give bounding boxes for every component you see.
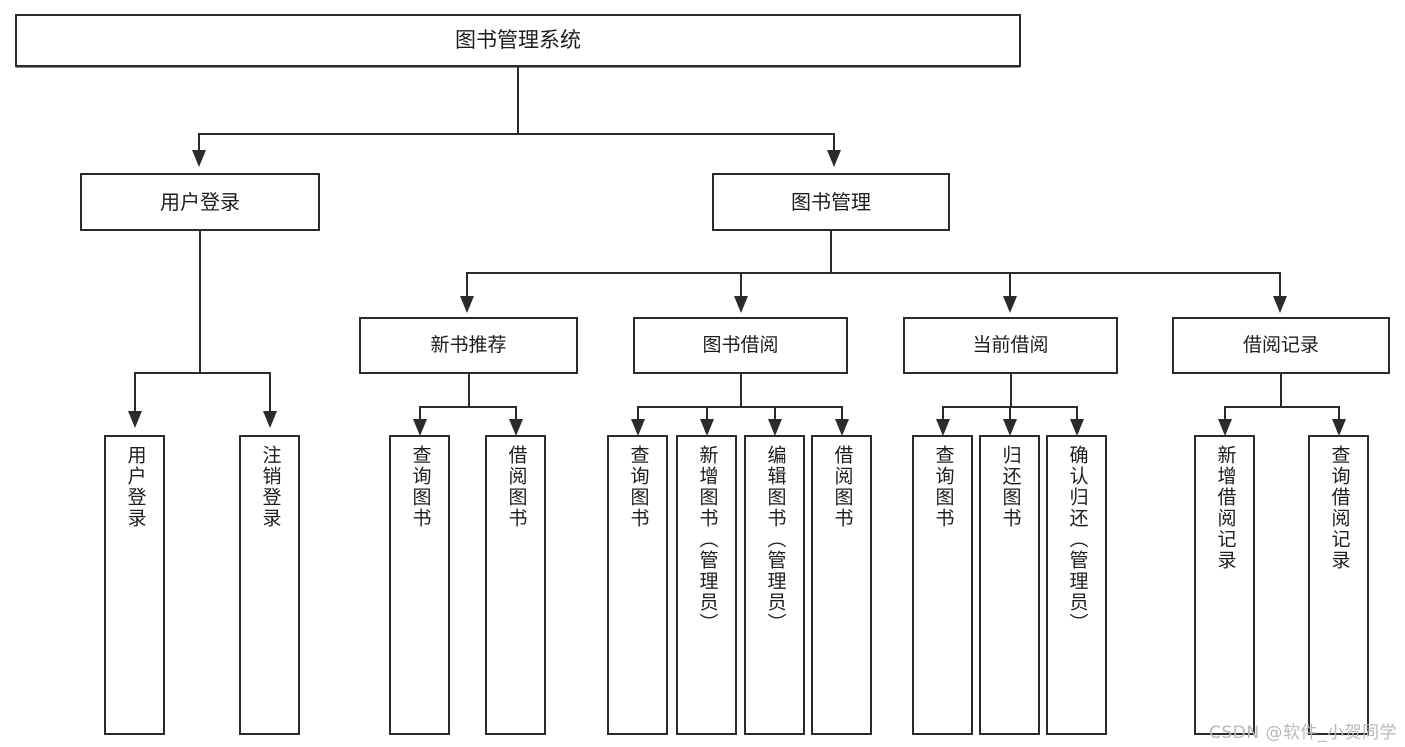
node-label: 图书管理: [791, 189, 871, 214]
arrow-to-leaf-query-record: [1332, 419, 1346, 436]
connector-bookborrow-stem: [740, 374, 742, 407]
leaf-borrow-book-recommend[interactable]: 借阅图书: [485, 435, 546, 735]
node-user-login[interactable]: 用户登录: [80, 173, 320, 231]
leaf-edit-book-admin[interactable]: 编辑图书（管理员）: [744, 435, 805, 735]
connector-bookmgmt-drop-2: [740, 272, 742, 297]
leaf-label: 查询图书: [409, 445, 432, 529]
arrow-to-user-login: [192, 150, 206, 167]
node-borrow-record[interactable]: 借阅记录: [1172, 317, 1390, 374]
leaf-query-borrow-record[interactable]: 查询借阅记录: [1308, 435, 1369, 735]
leaf-label: 注销登录: [259, 445, 282, 529]
connector-newbook-drop-1: [419, 406, 421, 420]
connector-borrowrecord-drop-1: [1224, 406, 1226, 420]
connector-bookmgmt-stem: [830, 231, 832, 273]
connector-bookborrow-drop-3: [774, 406, 776, 420]
node-label: 借阅记录: [1242, 333, 1319, 356]
leaf-query-book-current[interactable]: 查询图书: [912, 435, 973, 735]
connector-bookborrow-drop-2: [706, 406, 708, 420]
node-label: 图书管理系统: [455, 28, 581, 53]
arrow-to-leaf-query-book-c: [936, 419, 950, 436]
leaf-query-book-recommend[interactable]: 查询图书: [389, 435, 450, 735]
arrow-to-leaf-edit-book: [768, 419, 782, 436]
arrow-to-leaf-user-login: [128, 411, 142, 428]
leaf-label: 新增图书（管理员）: [696, 445, 719, 634]
connector-root-drop-right: [833, 133, 835, 151]
connector-borrowrecord-bus: [1224, 406, 1340, 408]
leaf-label: 确认归还（管理员）: [1066, 445, 1089, 634]
leaf-label: 编辑图书（管理员）: [764, 445, 787, 634]
arrow-to-leaf-confirm-return: [1070, 419, 1084, 436]
connector-root-stem: [517, 67, 519, 134]
connector-borrowrecord-drop-2: [1338, 406, 1340, 420]
arrow-to-leaf-borrow-book-a: [509, 419, 523, 436]
arrow-to-leaf-add-book: [700, 419, 714, 436]
arrow-to-leaf-add-record: [1218, 419, 1232, 436]
leaf-add-borrow-record[interactable]: 新增借阅记录: [1194, 435, 1255, 735]
arrow-to-book-borrow: [734, 296, 748, 313]
connector-userlogin-stem: [199, 231, 201, 373]
leaf-label: 查询借阅记录: [1328, 445, 1351, 571]
connector-bookborrow-drop-1: [637, 406, 639, 420]
node-book-management[interactable]: 图书管理: [712, 173, 950, 231]
leaf-logout[interactable]: 注销登录: [239, 435, 300, 735]
arrow-to-borrow-record: [1273, 296, 1287, 313]
connector-userlogin-bus: [134, 372, 271, 374]
leaf-query-book-borrow[interactable]: 查询图书: [607, 435, 668, 735]
arrow-to-leaf-query-book-a: [413, 419, 427, 436]
connector-bookborrow-drop-4: [841, 406, 843, 420]
connector-bookmgmt-drop-4: [1279, 272, 1281, 297]
arrow-to-leaf-borrow-book-b: [835, 419, 849, 436]
connector-newbook-stem: [468, 374, 470, 407]
connector-userlogin-drop-2: [269, 372, 271, 412]
node-book-borrow[interactable]: 图书借阅: [633, 317, 848, 374]
leaf-add-book-admin[interactable]: 新增图书（管理员）: [676, 435, 737, 735]
leaf-label: 查询图书: [627, 445, 650, 529]
connector-bookmgmt-drop-3: [1009, 272, 1011, 297]
node-label: 当前借阅: [972, 333, 1049, 356]
connector-userlogin-drop-1: [134, 372, 136, 412]
leaf-label: 查询图书: [932, 445, 955, 529]
arrow-to-leaf-return-book: [1003, 419, 1017, 436]
connector-currentborrow-drop-2: [1009, 406, 1011, 420]
arrow-to-book-management: [827, 150, 841, 167]
connector-root-bus: [198, 133, 835, 135]
connector-currentborrow-drop-3: [1076, 406, 1078, 420]
arrow-to-new-book-recommend: [460, 296, 474, 313]
leaf-label: 新增借阅记录: [1214, 445, 1237, 571]
leaf-label: 借阅图书: [505, 445, 528, 529]
leaf-label: 用户登录: [124, 445, 147, 529]
csdn-watermark: CSDN @软件_小贺同学: [1209, 723, 1397, 743]
leaf-label: 借阅图书: [831, 445, 854, 529]
node-label: 图书借阅: [702, 333, 779, 356]
leaf-user-login[interactable]: 用户登录: [104, 435, 165, 735]
node-new-book-recommend[interactable]: 新书推荐: [359, 317, 578, 374]
node-root-library-system[interactable]: 图书管理系统: [15, 14, 1021, 67]
leaf-confirm-return-admin[interactable]: 确认归还（管理员）: [1046, 435, 1107, 735]
node-label: 用户登录: [160, 189, 240, 214]
connector-bookmgmt-bus: [466, 272, 1281, 274]
connector-bookborrow-bus: [637, 406, 843, 408]
arrow-to-current-borrow: [1003, 296, 1017, 313]
node-label: 新书推荐: [430, 333, 507, 356]
connector-bookmgmt-drop-1: [466, 272, 468, 297]
connector-root-drop-left: [198, 133, 200, 151]
leaf-borrow-book[interactable]: 借阅图书: [811, 435, 872, 735]
leaf-label: 归还图书: [999, 445, 1022, 529]
leaf-return-book[interactable]: 归还图书: [979, 435, 1040, 735]
connector-currentborrow-stem: [1010, 374, 1012, 407]
arrow-to-leaf-logout: [263, 411, 277, 428]
connector-currentborrow-drop-1: [942, 406, 944, 420]
connector-borrowrecord-stem: [1280, 374, 1282, 407]
node-current-borrow[interactable]: 当前借阅: [903, 317, 1118, 374]
connector-newbook-drop-2: [515, 406, 517, 420]
arrow-to-leaf-query-book-b: [631, 419, 645, 436]
connector-newbook-bus: [419, 406, 517, 408]
